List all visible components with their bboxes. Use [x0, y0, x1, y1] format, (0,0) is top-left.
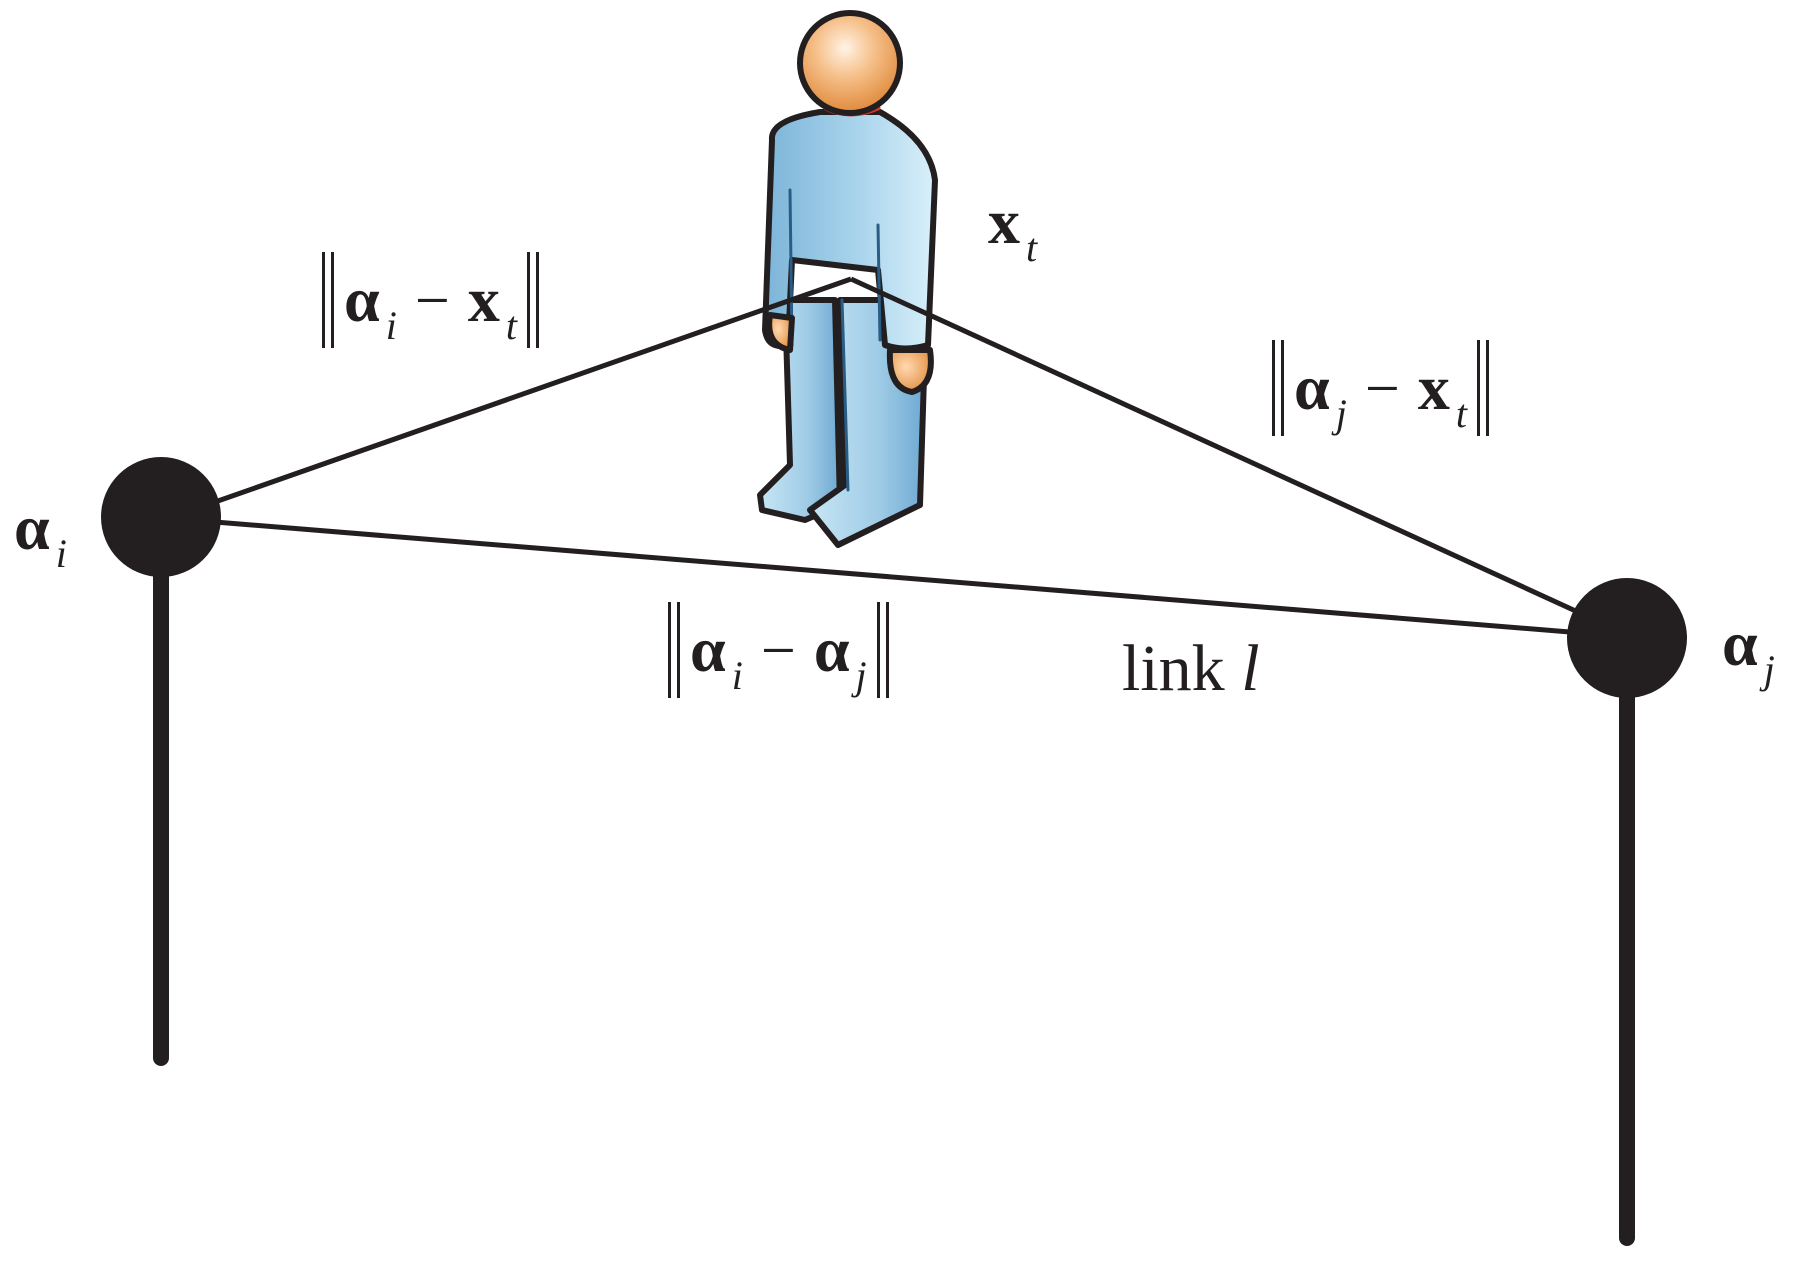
distance-j-to-x-b-symbol: x [1417, 352, 1450, 423]
edge-x-to-j [849, 276, 1582, 616]
distance-j-to-x-operator: − [1364, 355, 1400, 423]
distance-i-to-j-operator: − [760, 617, 796, 685]
distance-j-to-x-b-subscript: t [1455, 391, 1467, 436]
norm-bar-left [668, 602, 680, 698]
distance-i-to-x-a-subscript: i [385, 303, 397, 348]
distance-i-to-j-b-subscript: j [855, 653, 867, 698]
person-symbol: x [988, 186, 1020, 257]
distance-i-to-j-b-symbol: α [813, 614, 850, 685]
distance-j-to-x-a-subscript: j [1335, 391, 1347, 436]
link-variable: l [1241, 632, 1260, 705]
distance-i-to-x-b-subscript: t [505, 303, 517, 348]
node-i-subscript: i [55, 531, 67, 576]
node-j-symbol: α [1722, 608, 1758, 679]
edge-i-to-x [214, 276, 852, 505]
node-j [1567, 578, 1687, 698]
node-i-symbol: α [14, 492, 50, 563]
distance-i-to-j-a-symbol: α [690, 614, 726, 685]
node-j-subscript: j [1763, 647, 1775, 692]
link-word: link [1122, 632, 1225, 705]
norm-bar-left [322, 252, 334, 348]
distance-i-to-x-b-symbol: x [467, 264, 500, 335]
edge-i-to-j [214, 519, 1583, 636]
person-subscript: t [1026, 225, 1038, 270]
norm-bar-right [1476, 340, 1489, 436]
distance-i-to-x-operator: − [414, 267, 450, 335]
norm-bar-right [876, 602, 889, 698]
node-i [101, 457, 221, 577]
distance-i-to-j-a-subscript: i [731, 653, 743, 698]
person-figure-icon [757, 10, 938, 548]
norm-bar-right [526, 252, 539, 348]
distance-j-to-x-a-symbol: α [1294, 352, 1330, 423]
link-label: link l [1122, 636, 1260, 702]
norm-bar-left [1272, 340, 1284, 436]
distance-i-to-x-a-symbol: α [344, 264, 380, 335]
